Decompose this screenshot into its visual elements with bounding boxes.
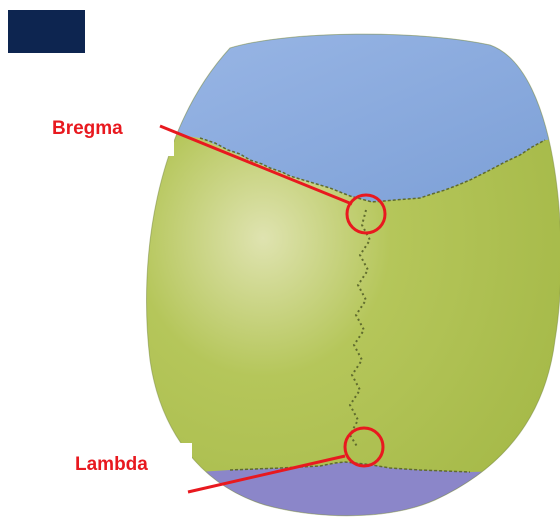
corner-block	[8, 10, 85, 53]
occipital-region	[150, 462, 560, 532]
lambda-label: Lambda	[75, 454, 148, 475]
bregma-label: Bregma	[52, 118, 123, 139]
